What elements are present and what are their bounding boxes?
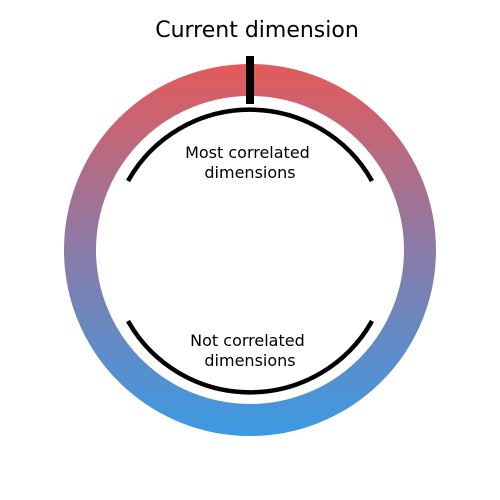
- most-correlated-label: Most correlated dimensions: [185, 143, 315, 182]
- not-correlated-arc: [126, 319, 374, 395]
- not-correlated-label-line2: dimensions: [204, 351, 295, 370]
- not-correlated-label-line1: Not correlated: [190, 331, 305, 350]
- most-correlated-arc: [126, 107, 374, 183]
- most-correlated-label-line2: dimensions: [204, 163, 295, 182]
- not-correlated-label: Not correlated dimensions: [190, 331, 310, 370]
- most-correlated-label-line1: Most correlated: [185, 143, 310, 162]
- diagram-title: Current dimension: [155, 18, 359, 43]
